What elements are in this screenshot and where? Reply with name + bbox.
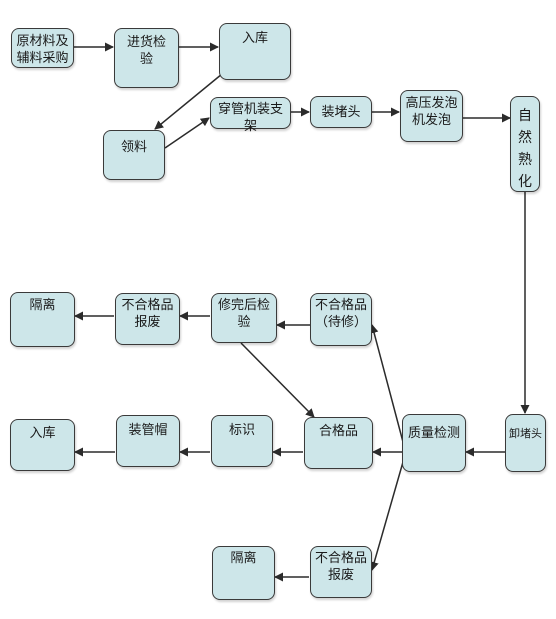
node-label: 原材料及辅料采购 (16, 34, 69, 66)
node-pipe-threading: 穿管机装支架 (210, 97, 291, 134)
edge-quality-to-repair (369, 324, 404, 443)
node-label: 隔离 (29, 298, 56, 313)
edge-quality-to-scrap (369, 461, 404, 571)
edge-reinspection-to-qualified (240, 342, 315, 418)
node-quality-inspection: 质量检测 (402, 414, 466, 472)
node-warehousing-2: 入库 (10, 419, 75, 471)
node-label: 质量检测 (407, 426, 460, 441)
node-raw-material-purchase: 原材料及辅料采购 (11, 28, 74, 68)
node-remove-plug: 卸堵头 (505, 414, 546, 472)
node-label: 隔离 (230, 551, 257, 566)
node-label: 入库 (29, 426, 56, 441)
node-label: 穿管机装支架 (217, 102, 283, 134)
node-label: 不合格品报废 (121, 298, 174, 330)
node-label: 领料 (120, 140, 147, 155)
node-unqualified-repair: 不合格品（待修） (310, 293, 372, 346)
node-label: 进货检验 (126, 35, 166, 67)
node-label: 入库 (241, 31, 268, 46)
node-unqualified-scrap-2: 不合格品报废 (310, 546, 372, 598)
node-isolation-1: 隔离 (10, 292, 75, 347)
edge-warehouse-to-picking (154, 73, 223, 130)
node-label: 合格品 (318, 424, 358, 439)
node-labeling: 标识 (211, 415, 273, 467)
node-material-picking: 领料 (103, 130, 165, 180)
node-label: 不合格品（待修） (314, 298, 367, 330)
node-incoming-inspection: 进货检验 (114, 28, 179, 88)
node-reinspection: 修完后检验 (211, 293, 277, 343)
node-qualified-product: 合格品 (304, 417, 373, 469)
node-label: 卸堵头 (509, 427, 542, 440)
node-high-pressure-foaming: 高压发泡机发泡 (400, 90, 463, 142)
edge-picking-to-threading (164, 117, 210, 149)
node-warehousing-1: 入库 (219, 23, 291, 80)
node-label: 装管帽 (128, 423, 168, 438)
node-install-plug: 装堵头 (310, 96, 372, 128)
node-isolation-2: 隔离 (212, 546, 275, 600)
node-label: 高压发泡机发泡 (405, 96, 458, 128)
node-label: 装堵头 (321, 105, 361, 120)
node-install-pipe-cap: 装管帽 (116, 415, 180, 467)
node-unqualified-scrap-1: 不合格品报废 (115, 293, 180, 345)
node-label: 修完后检验 (217, 298, 270, 330)
node-label: 自然熟化 (518, 108, 532, 190)
node-label: 标识 (228, 423, 255, 438)
node-label: 不合格品报废 (314, 551, 367, 583)
node-natural-curing: 自然熟化 (510, 96, 540, 192)
